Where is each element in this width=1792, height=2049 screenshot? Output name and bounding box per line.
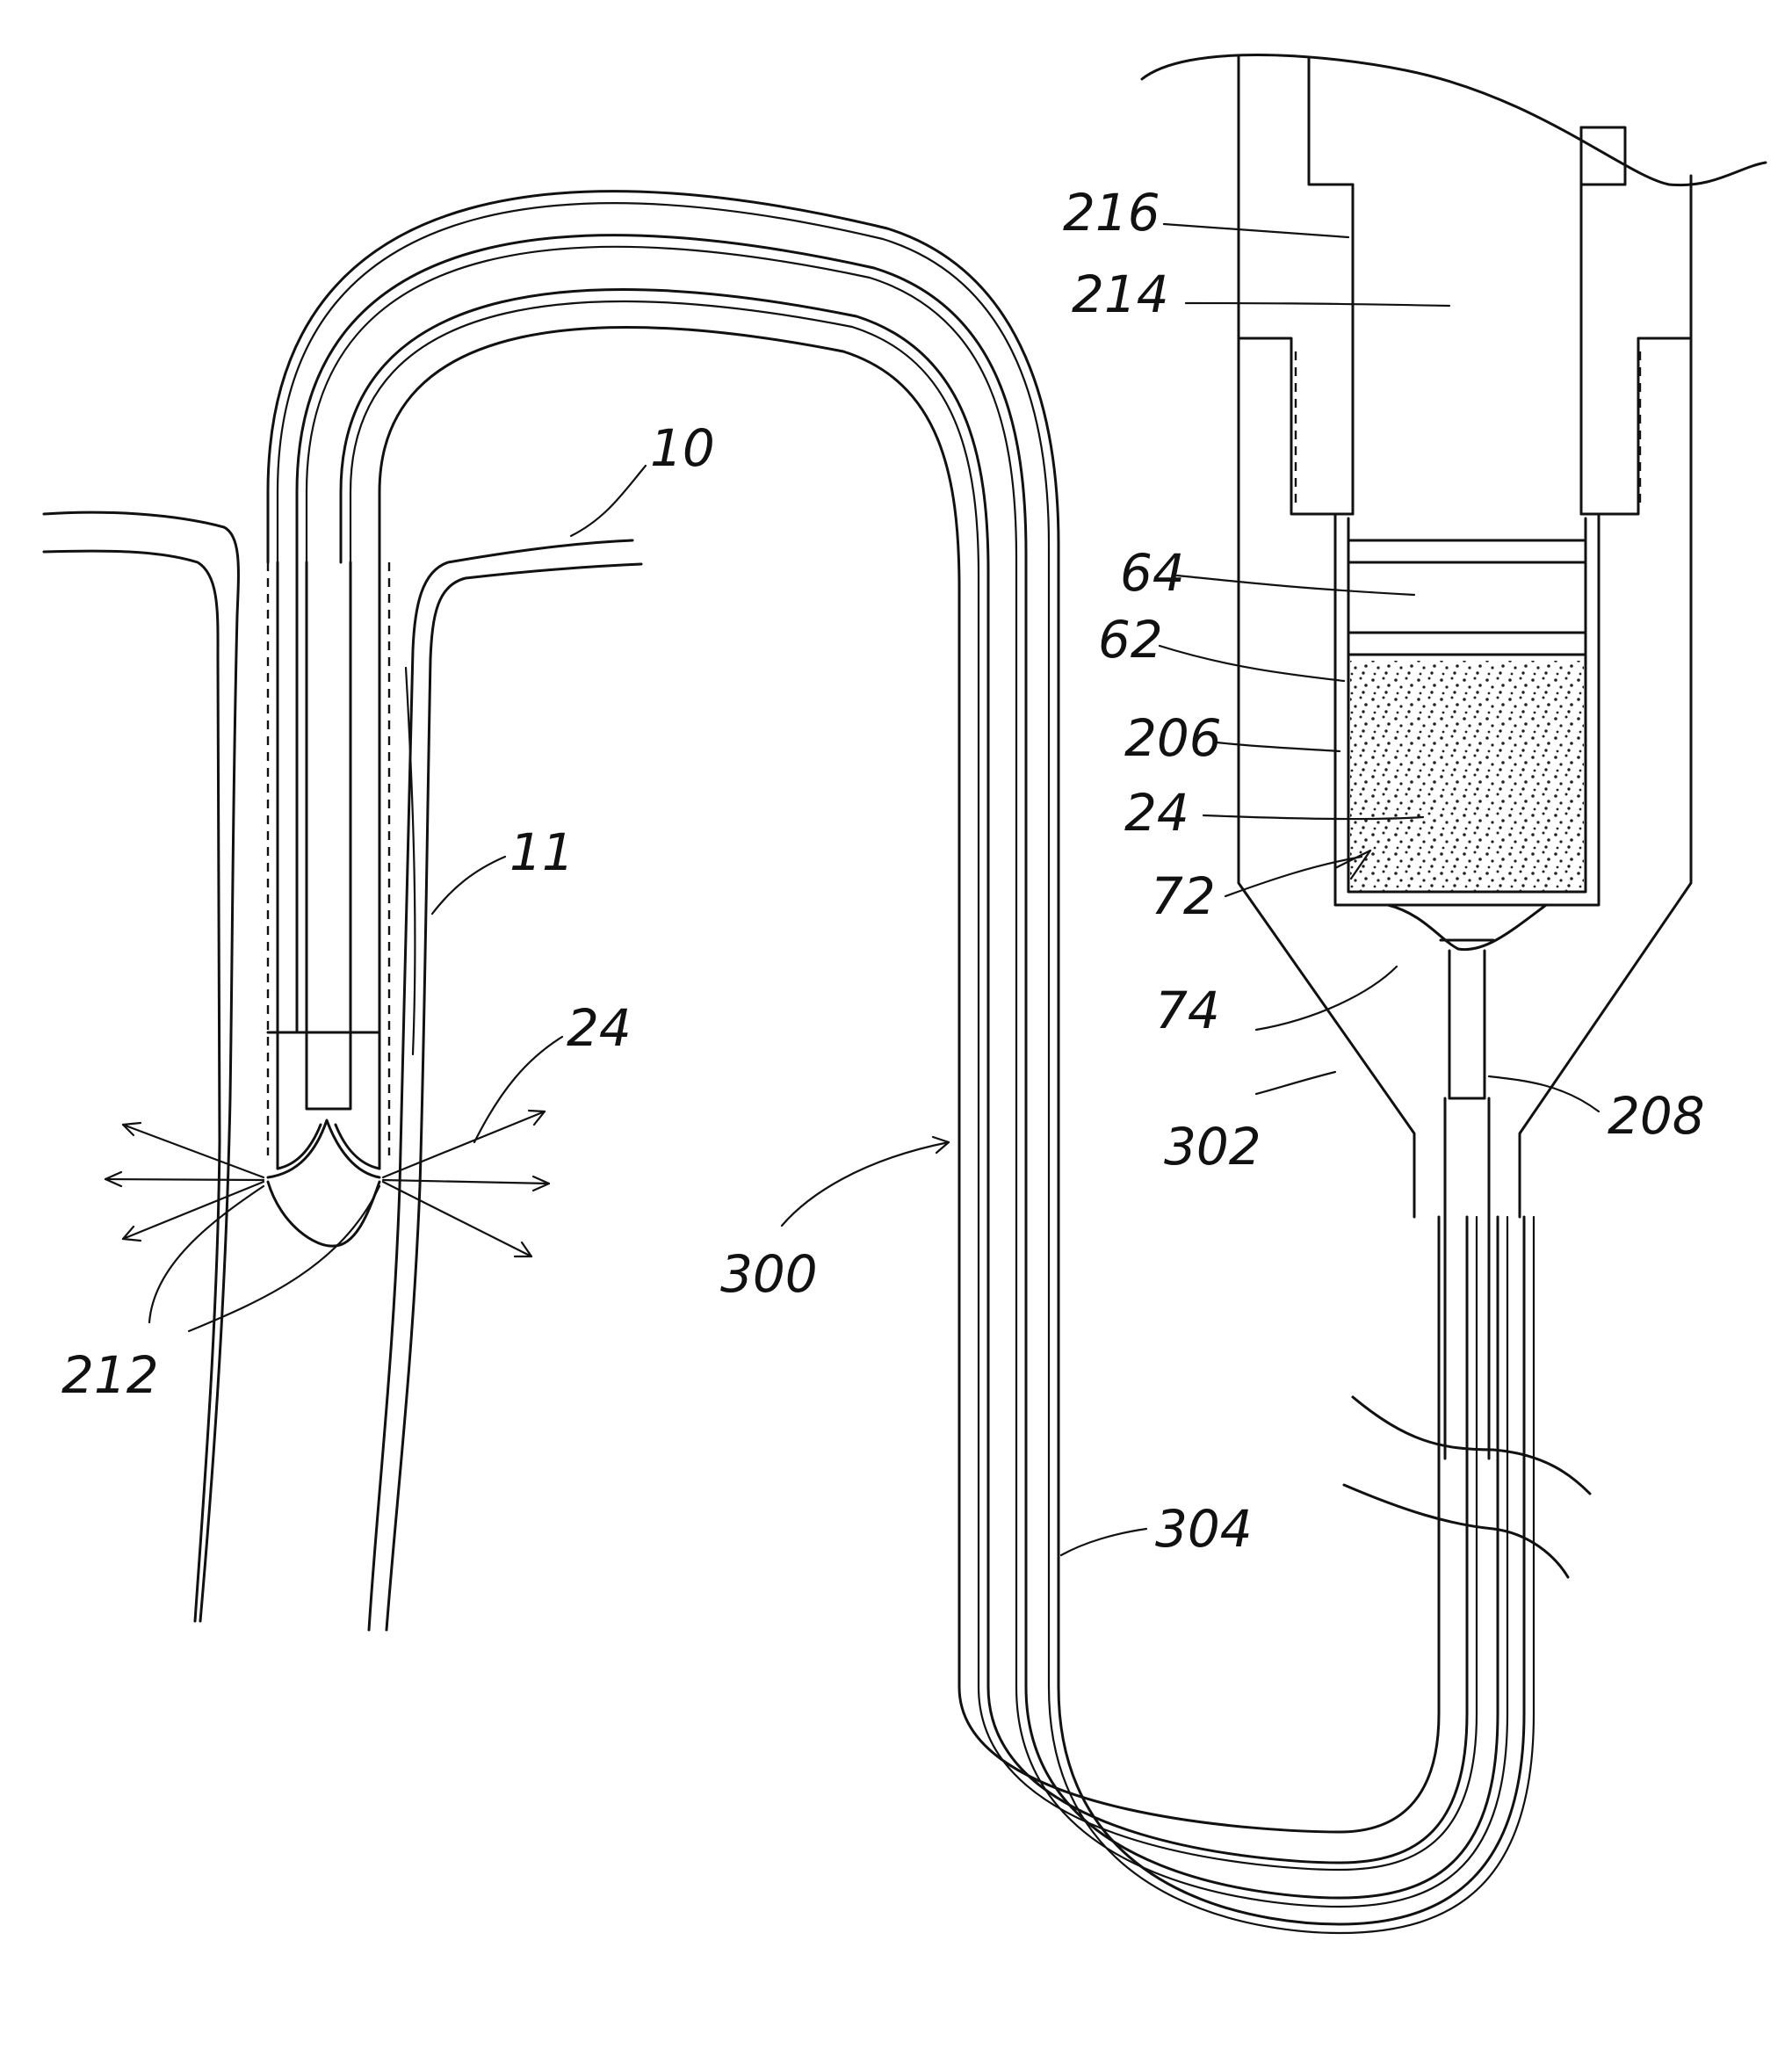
label-304: 304 <box>1155 1499 1253 1559</box>
label-212: 212 <box>61 1345 159 1405</box>
label-24-left: 24 <box>567 998 632 1058</box>
tissue-surface <box>44 512 641 1630</box>
label-10: 10 <box>650 418 715 478</box>
emission-arrows <box>105 1111 549 1256</box>
catheter-tip-balloon <box>268 1120 379 1246</box>
label-24-right: 24 <box>1124 783 1189 843</box>
label-206: 206 <box>1124 708 1222 768</box>
label-216: 216 <box>1063 183 1160 243</box>
device-inner-body <box>1239 57 1691 514</box>
catheter-distal-segment <box>268 562 389 1169</box>
label-64: 64 <box>1120 543 1185 603</box>
label-74: 74 <box>1155 981 1220 1040</box>
dispensing-material <box>1350 661 1584 891</box>
catheter-tube <box>268 192 1534 1933</box>
label-214: 214 <box>1072 264 1169 324</box>
label-62: 62 <box>1098 610 1163 670</box>
label-300: 300 <box>720 1244 818 1304</box>
label-302: 302 <box>1164 1117 1261 1177</box>
label-72: 72 <box>1151 866 1216 926</box>
label-11: 11 <box>509 822 574 882</box>
label-208: 208 <box>1608 1086 1705 1146</box>
